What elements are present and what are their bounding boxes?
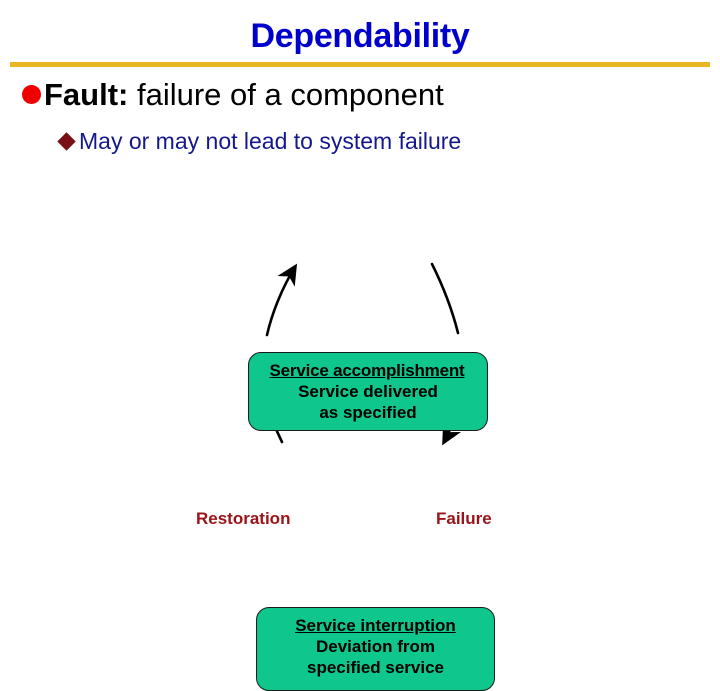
state-node-heading: Service accomplishment xyxy=(269,361,465,380)
state-node-service-accomplishment: Service accomplishment Service delivered… xyxy=(248,352,488,431)
title-divider-rule xyxy=(10,62,710,67)
page-title: Dependability xyxy=(250,17,470,55)
state-node-service-interruption: Service interruption Deviation from spec… xyxy=(256,607,495,691)
state-node-line2: Deviation from xyxy=(315,637,436,656)
edge-label-restoration: Restoration xyxy=(196,509,291,528)
bullet-level2: May or may not lead to system failure xyxy=(57,128,462,154)
state-node-line3: as specified xyxy=(319,403,417,422)
bullet-level1-text: Fault: failure of a component xyxy=(44,78,444,111)
dark-red-diamond-bullet-icon xyxy=(57,132,76,151)
edge-label-failure: Failure xyxy=(436,509,492,528)
slide-canvas: Dependability Fault: failure of a compon… xyxy=(0,17,720,691)
state-node-line2: Service delivered xyxy=(298,382,438,401)
bullet-level2-text: May or may not lead to system failure xyxy=(79,128,462,154)
state-node-heading: Service interruption xyxy=(295,616,456,635)
bullet-level1-rest: failure of a component xyxy=(128,77,444,112)
arrow-failure-upper-segment xyxy=(430,262,460,335)
bullet-level1-lead: Fault: xyxy=(44,77,129,112)
red-circle-bullet-icon xyxy=(22,85,41,104)
state-node-line3: specified service xyxy=(306,658,445,677)
state-cycle-diagram: Service accomplishment Service delivered… xyxy=(0,170,720,691)
arrow-restoration-upper-segment xyxy=(265,263,298,337)
bullet-level1: Fault: failure of a component xyxy=(22,78,444,111)
